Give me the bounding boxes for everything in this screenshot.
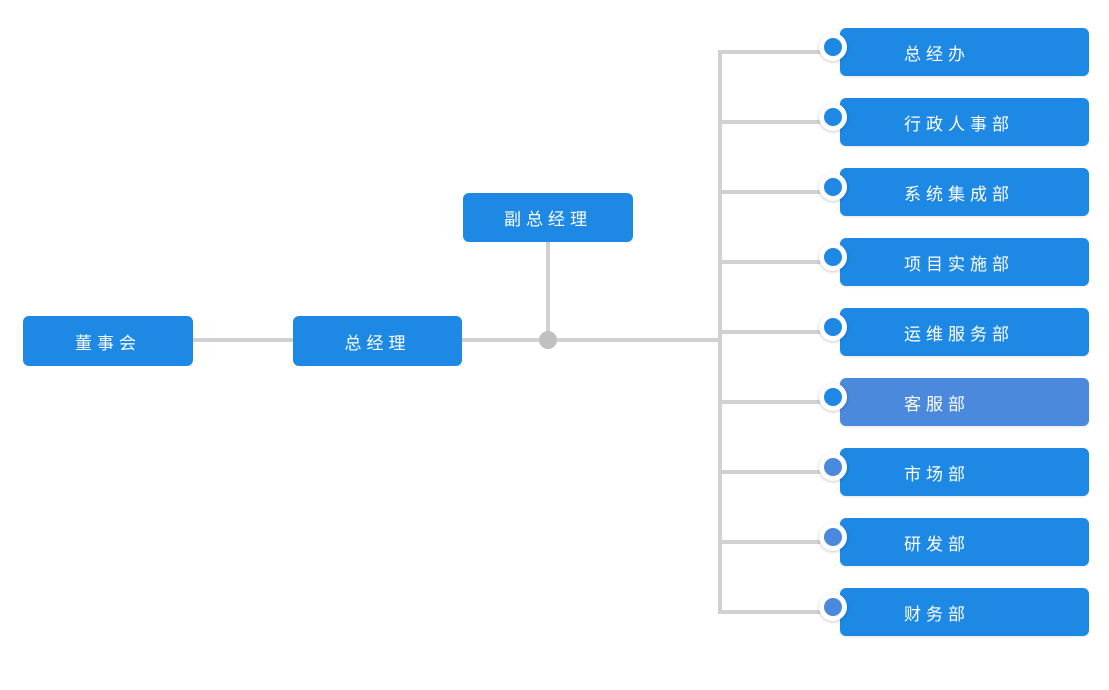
department-bullet-icon [819,453,847,481]
department-bullet-icon [819,33,847,61]
department-bullet-icon [819,313,847,341]
node-department[interactable]: 总经办 [840,28,1089,76]
node-department[interactable]: 系统集成部 [840,168,1089,216]
connector-deputy-vertical [546,240,550,342]
node-department[interactable]: 财务部 [840,588,1089,636]
node-general-manager[interactable]: 总经理 [293,316,462,366]
connector-branch [718,50,840,54]
node-board-of-directors[interactable]: 董事会 [23,316,193,366]
connector-branch [718,540,840,544]
connector-branch [718,610,840,614]
node-department[interactable]: 行政人事部 [840,98,1089,146]
department-bullet-icon [819,383,847,411]
connector-branch [718,190,840,194]
department-bullet-icon [819,173,847,201]
node-department[interactable]: 客服部 [840,378,1089,426]
node-department[interactable]: 研发部 [840,518,1089,566]
connector-branch [718,120,840,124]
node-department[interactable]: 项目实施部 [840,238,1089,286]
department-bullet-icon [819,243,847,271]
node-department[interactable]: 运维服务部 [840,308,1089,356]
department-bullet-icon [819,103,847,131]
node-department[interactable]: 市场部 [840,448,1089,496]
node-deputy-general-manager[interactable]: 副总经理 [463,193,633,242]
junction-dot [539,331,557,349]
department-bullet-icon [819,523,847,551]
department-bullet-icon [819,593,847,621]
connector-branch [718,470,840,474]
connector-branch [718,330,840,334]
connector-branch [718,260,840,264]
connector-branch [718,400,840,404]
